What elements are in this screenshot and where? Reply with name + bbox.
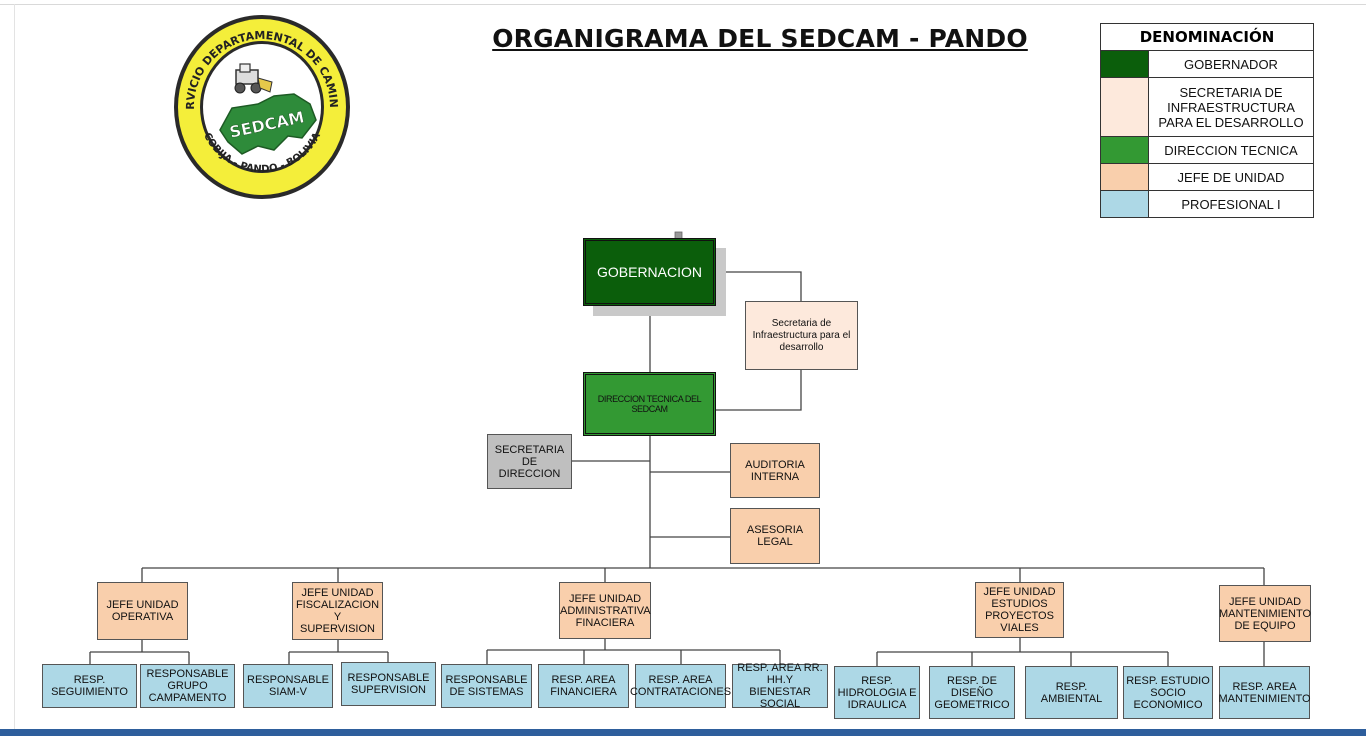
node-label: RESPONSABLE SIAM-V <box>247 674 329 698</box>
node-label: RESP. AMBIENTAL <box>1040 680 1103 705</box>
left-border <box>14 4 15 736</box>
node-label: RESP. AREA CONTRATACIONES <box>629 674 732 698</box>
node-resp-area-mantenimiento: RESP. AREA MANTENIMIENTO <box>1218 666 1311 719</box>
node-auditoria-interna: AUDITORIA INTERNA <box>730 443 820 498</box>
node-label: RESP. SEGUIMIENTO <box>51 674 128 698</box>
node-label: AUDITORIA INTERNA <box>745 458 805 483</box>
node-direccion-tecnica: DIRECCION TECNICA DEL SEDCAM <box>583 372 716 436</box>
node-label: DIRECCION TECNICA DEL SEDCAM <box>597 394 702 414</box>
node-jefe-unidad-mantenimiento: JEFE UNIDAD MANTENIMIENTO DE EQUIPO <box>1219 585 1311 642</box>
node-label: GOBERNACION <box>596 264 702 280</box>
node-label: ASESORIA LEGAL <box>746 524 804 548</box>
node-label: JEFE UNIDAD MANTENIMIENTO DE EQUIPO <box>1218 595 1312 632</box>
legend-row-jefe: JEFE DE UNIDAD <box>1101 164 1313 191</box>
node-resp-area-contrataciones: RESP. AREA CONTRATACIONES <box>630 664 731 708</box>
node-resp-hidrologia: RESP. HIDROLOGIA E IDRAULICA <box>834 666 920 719</box>
node-label: Secretaria de Infraestructura para el de… <box>752 317 851 353</box>
legend-swatch <box>1101 164 1149 190</box>
node-resp-diseno-geometrico: RESP. DE DISEÑO GEOMETRICO <box>929 666 1015 719</box>
node-resp-estudio-socio-economico: RESP. ESTUDIO SOCIO ECONOMICO <box>1123 666 1213 719</box>
node-label: RESP. ESTUDIO SOCIO ECONOMICO <box>1126 674 1210 711</box>
node-resp-area-financiera: RESP. AREA FINANCIERA <box>538 664 629 708</box>
legend-label: JEFE DE UNIDAD <box>1177 169 1285 185</box>
legend-swatch <box>1101 137 1149 163</box>
node-secretaria-infraestructura: Secretaria de Infraestructura para el de… <box>745 301 858 370</box>
top-border <box>0 4 1366 5</box>
legend-label: GOBERNADOR <box>1184 56 1278 72</box>
node-jefe-unidad-estudios: JEFE UNIDAD ESTUDIOS PROYECTOS VIALES <box>975 582 1064 638</box>
node-label: RESP. DE DISEÑO GEOMETRICO <box>934 674 1010 711</box>
node-label: JEFE UNIDAD ESTUDIOS PROYECTOS VIALES <box>983 586 1056 634</box>
node-resp-seguimiento: RESP. SEGUIMIENTO <box>42 664 137 708</box>
legend-swatch <box>1101 191 1149 217</box>
node-label: RESP. AREA FINANCIERA <box>550 674 617 698</box>
legend-swatch <box>1101 78 1149 136</box>
node-label: JEFE UNIDAD FISCALIZACION Y SUPERVISION <box>295 587 380 635</box>
node-label: RESPONSABLE DE SISTEMAS <box>445 674 528 698</box>
legend-label: SECRETARIA DE INFRAESTRUCTURA PARA EL DE… <box>1158 84 1304 130</box>
legend-label: PROFESIONAL I <box>1181 196 1281 212</box>
legend-header: DENOMINACIÓN <box>1101 24 1313 51</box>
road-machine-icon <box>234 63 273 94</box>
node-jefe-unidad-operativa: JEFE UNIDAD OPERATIVA <box>97 582 188 640</box>
node-label: SECRETARIA DE DIRECCION <box>494 443 565 480</box>
node-secretaria-direccion: SECRETARIA DE DIRECCION <box>487 434 572 489</box>
node-resp-grupo-campamento: RESPONSABLE GRUPO CAMPAMENTO <box>140 664 235 708</box>
page-title: ORGANIGRAMA DEL SEDCAM - PANDO <box>492 24 1028 53</box>
sedcam-logo: SERVICIO DEPARTAMENTAL DE CAMINOS COBIJA… <box>170 12 350 199</box>
legend-row-direccion: DIRECCION TECNICA <box>1101 137 1313 164</box>
node-gobernacion: GOBERNACION <box>583 238 716 306</box>
legend-row-profesional: PROFESIONAL I <box>1101 191 1313 217</box>
legend-label: DIRECCION TECNICA <box>1164 142 1298 158</box>
legend-row-secretaria: SECRETARIA DE INFRAESTRUCTURA PARA EL DE… <box>1101 78 1313 137</box>
node-label: RESPONSABLE SUPERVISION <box>347 672 430 696</box>
node-label: RESPONSABLE GRUPO CAMPAMENTO <box>146 668 229 704</box>
node-resp-supervision: RESPONSABLE SUPERVISION <box>341 662 436 706</box>
pando-map-shape <box>219 93 317 155</box>
node-label: JEFE UNIDAD OPERATIVA <box>106 599 179 623</box>
node-resp-ambiental: RESP. AMBIENTAL <box>1025 666 1118 719</box>
node-resp-siam-v: RESPONSABLE SIAM-V <box>243 664 333 708</box>
node-label: RESP. AREA RR. HH.Y BIENESTAR SOCIAL <box>737 662 823 710</box>
legend-row-gobernador: GOBERNADOR <box>1101 51 1313 78</box>
node-label: RESP. HIDROLOGIA E IDRAULICA <box>837 674 917 711</box>
node-resp-area-rrhh: RESP. AREA RR. HH.Y BIENESTAR SOCIAL <box>732 662 828 710</box>
node-asesoria-legal: ASESORIA LEGAL <box>730 508 820 564</box>
node-resp-sistemas: RESPONSABLE DE SISTEMAS <box>441 664 532 708</box>
legend-swatch <box>1101 51 1149 77</box>
node-jefe-unidad-fiscalizacion: JEFE UNIDAD FISCALIZACION Y SUPERVISION <box>292 582 383 640</box>
node-label: JEFE UNIDAD ADMINISTRATIVA FINACIERA <box>559 592 651 629</box>
legend: DENOMINACIÓN GOBERNADOR SECRETARIA DE IN… <box>1100 23 1314 218</box>
bottom-bar <box>0 729 1366 736</box>
node-label: RESP. AREA MANTENIMIENTO <box>1218 680 1311 705</box>
node-jefe-unidad-administrativa: JEFE UNIDAD ADMINISTRATIVA FINACIERA <box>559 582 651 639</box>
